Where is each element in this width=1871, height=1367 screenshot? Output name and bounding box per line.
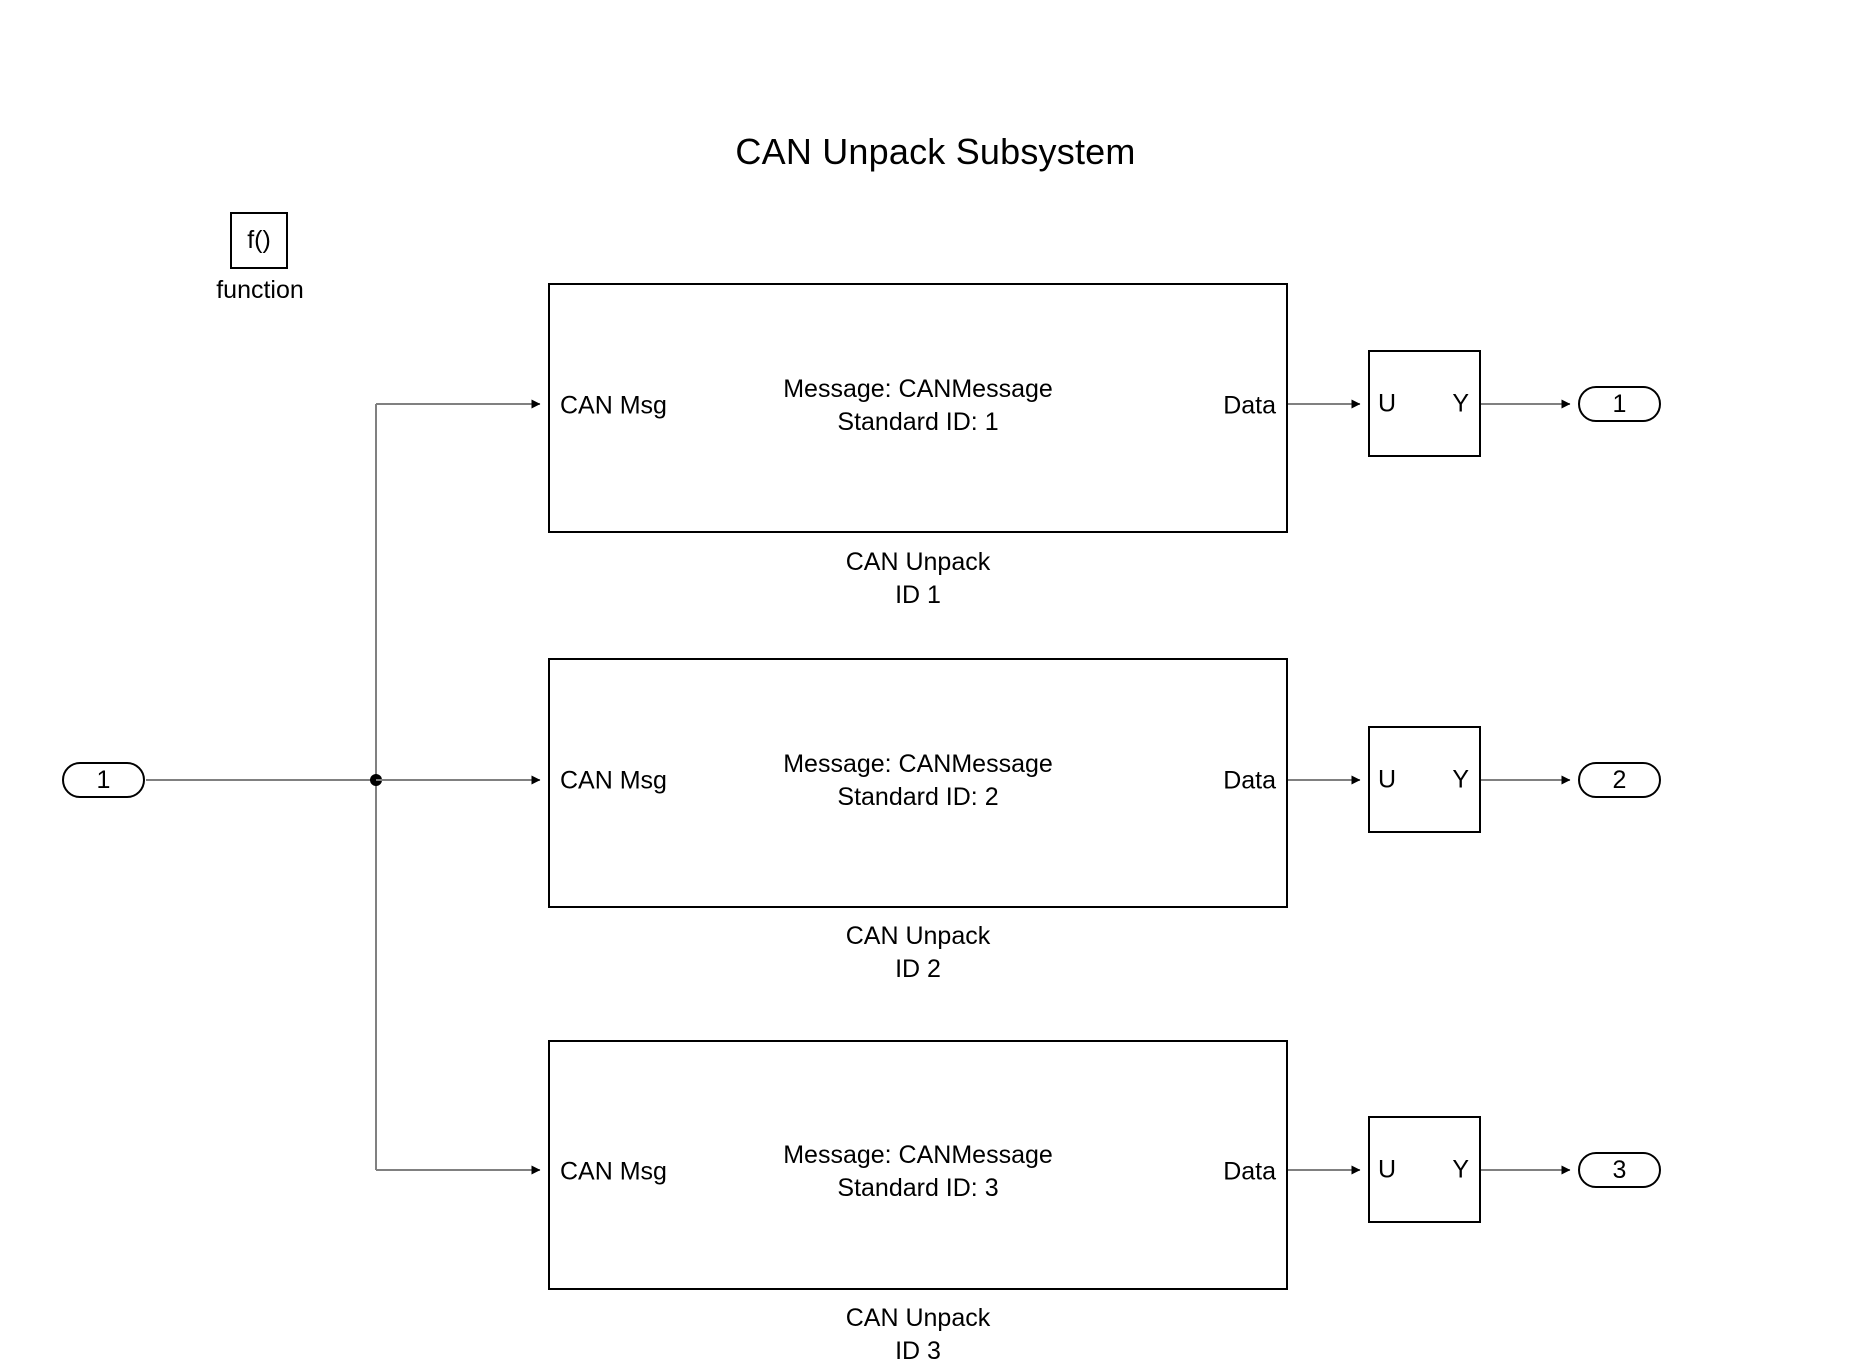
can-unpack-2-id-line: Standard ID: 2 <box>837 783 999 811</box>
input-port-1-label: 1 <box>96 765 111 794</box>
can-unpack-3-id-line: Standard ID: 3 <box>837 1174 999 1202</box>
uy-block-3-output-label: Y <box>1452 1155 1469 1183</box>
can-unpack-2-message-line: Message: CANMessage <box>783 750 1053 778</box>
output-port-3-label: 3 <box>1612 1155 1627 1184</box>
can-unpack-3-caption-line2: ID 3 <box>895 1336 941 1365</box>
can-unpack-3-message-line: Message: CANMessage <box>783 1141 1053 1169</box>
uy-block-1-input-label: U <box>1378 389 1397 417</box>
can-unpack-block-1[interactable]: CAN Msg Message: CANMessage Standard ID:… <box>548 283 1288 533</box>
signal-junction-dot <box>370 774 382 786</box>
uy-block-2[interactable]: U Y <box>1368 726 1481 833</box>
page-title: CAN Unpack Subsystem <box>735 131 1136 172</box>
uy-block-2-output-label: Y <box>1452 765 1469 793</box>
can-unpack-block-3-caption: CAN Unpack ID 3 <box>548 1302 1288 1367</box>
output-port-3[interactable]: 3 <box>1578 1152 1661 1188</box>
output-port-1-label: 1 <box>1612 389 1627 418</box>
can-unpack-block-2-caption: CAN Unpack ID 2 <box>548 920 1288 985</box>
can-unpack-2-out-port-label: Data <box>1223 766 1276 795</box>
uy-block-1[interactable]: U Y <box>1368 350 1481 457</box>
uy-block-3-input-label: U <box>1378 1155 1397 1183</box>
can-unpack-2-caption-line1: CAN Unpack <box>845 922 991 950</box>
can-unpack-1-caption-line2: ID 1 <box>895 580 941 609</box>
function-trigger-block[interactable]: f() <box>230 212 288 269</box>
uy-block-1-output-label: Y <box>1452 389 1469 417</box>
can-unpack-1-out-port-label: Data <box>1223 391 1276 420</box>
can-unpack-3-out-port-label: Data <box>1223 1157 1276 1186</box>
can-unpack-1-message-line: Message: CANMessage <box>783 375 1053 403</box>
function-symbol-label: f() <box>247 226 271 254</box>
can-unpack-1-caption-line1: CAN Unpack <box>845 548 991 576</box>
uy-block-3[interactable]: U Y <box>1368 1116 1481 1223</box>
can-unpack-3-in-port-label: CAN Msg <box>560 1157 667 1186</box>
output-port-1[interactable]: 1 <box>1578 386 1661 422</box>
function-block-caption: function <box>216 276 304 304</box>
can-unpack-2-caption-line2: ID 2 <box>895 954 941 983</box>
can-unpack-block-3[interactable]: CAN Msg Message: CANMessage Standard ID:… <box>548 1040 1288 1290</box>
can-unpack-3-caption-line1: CAN Unpack <box>845 1304 991 1332</box>
can-unpack-2-in-port-label: CAN Msg <box>560 766 667 795</box>
uy-block-2-input-label: U <box>1378 765 1397 793</box>
can-unpack-block-2[interactable]: CAN Msg Message: CANMessage Standard ID:… <box>548 658 1288 908</box>
can-unpack-1-id-line: Standard ID: 1 <box>837 408 999 436</box>
can-unpack-block-1-caption: CAN Unpack ID 1 <box>548 546 1288 611</box>
output-port-2-label: 2 <box>1612 765 1627 794</box>
input-port-1[interactable]: 1 <box>62 762 145 798</box>
can-unpack-1-in-port-label: CAN Msg <box>560 391 667 420</box>
output-port-2[interactable]: 2 <box>1578 762 1661 798</box>
